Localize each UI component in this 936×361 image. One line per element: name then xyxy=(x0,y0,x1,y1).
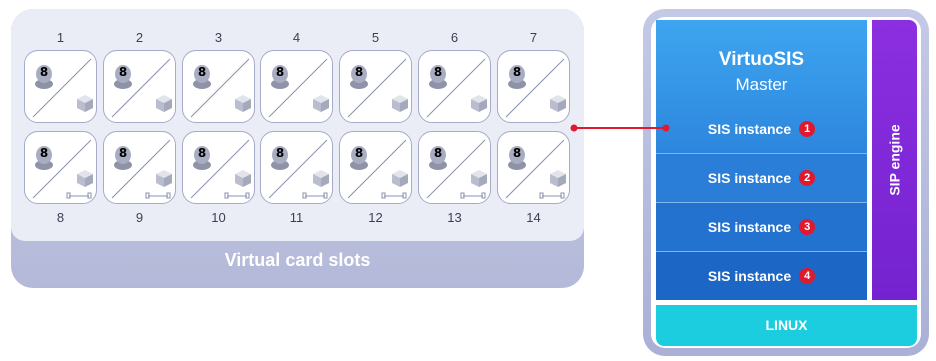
instance-badge: 3 xyxy=(799,219,816,235)
virtual-card-slot: 8 xyxy=(497,50,570,123)
connector-dot xyxy=(662,124,670,132)
slot-number: 2 xyxy=(135,30,144,45)
card-digit: 8 xyxy=(434,65,442,79)
sip-engine-label-wrap: SIP engine xyxy=(872,20,917,300)
card-digit: 8 xyxy=(119,146,127,160)
sis-instance-label: SIS instance xyxy=(707,268,792,284)
sis-instance-label: SIS instance xyxy=(707,219,792,235)
card-slots-caption: Virtual card slots xyxy=(224,250,371,270)
virtual-card-slot: 8 xyxy=(418,131,491,204)
master-block xyxy=(656,20,867,153)
card-digit: 8 xyxy=(434,146,442,160)
virtual-card-slot: 8 xyxy=(339,50,412,123)
card-digit: 8 xyxy=(198,65,206,79)
card-digit: 8 xyxy=(355,65,363,79)
slot-number: 13 xyxy=(447,210,462,225)
slot-number: 4 xyxy=(292,30,301,45)
card-digit: 8 xyxy=(513,146,521,160)
connector-line xyxy=(570,124,670,132)
virtual-card-slot: 8 xyxy=(497,131,570,204)
connector-dot xyxy=(570,124,578,132)
sis-instance-label: SIS instance xyxy=(707,170,792,186)
slot-number: 6 xyxy=(450,30,459,45)
card-digit: 8 xyxy=(355,146,363,160)
virtual-card-slot: 8 xyxy=(418,50,491,123)
sip-engine-label: SIP engine xyxy=(886,124,903,196)
slot-number: 3 xyxy=(214,30,223,45)
slot-number: 5 xyxy=(371,30,380,45)
card-digit: 8 xyxy=(40,146,48,160)
virtuosis-title: VirtuoSIS xyxy=(718,49,805,70)
slot-number: 10 xyxy=(211,210,226,225)
card-digit: 8 xyxy=(513,65,521,79)
slot-number: 12 xyxy=(368,210,383,225)
sis-instance-1: SIS instance 1 xyxy=(656,104,867,153)
slot-number: 8 xyxy=(56,210,65,225)
slot-number: 14 xyxy=(526,210,541,225)
virtuosis-subtitle: Master xyxy=(735,75,788,94)
virtual-card-slot: 8 xyxy=(260,50,333,123)
virtual-card-slot: 8 xyxy=(24,131,97,204)
sis-instance-3: SIS instance 3 xyxy=(656,202,867,251)
virtual-card-slot: 8 xyxy=(260,131,333,204)
card-digit: 8 xyxy=(276,146,284,160)
slot-number: 7 xyxy=(529,30,538,45)
virtual-card-slot: 8 xyxy=(103,131,176,204)
card-digit: 8 xyxy=(119,65,127,79)
sis-instance-4: SIS instance 4 xyxy=(656,251,867,300)
sis-instance-2: SIS instance 2 xyxy=(656,153,867,202)
slot-number: 1 xyxy=(56,30,65,45)
sis-instance-label: SIS instance xyxy=(707,120,792,137)
virtual-card-slot: 8 xyxy=(182,131,255,204)
virtual-card-slot: 8 xyxy=(24,50,97,123)
virtual-card-slot: 8 xyxy=(339,131,412,204)
instance-badge: 4 xyxy=(799,268,816,284)
instance-badge: 1 xyxy=(799,120,816,137)
linux-layer: LINUX xyxy=(656,305,917,346)
card-digit: 8 xyxy=(40,65,48,79)
instance-badge: 2 xyxy=(799,170,816,186)
virtual-card-slot: 8 xyxy=(103,50,176,123)
card-digit: 8 xyxy=(198,146,206,160)
slot-number: 9 xyxy=(135,210,144,225)
virtual-card-slot: 8 xyxy=(182,50,255,123)
card-digit: 8 xyxy=(276,65,284,79)
sip-engine-block xyxy=(872,20,917,300)
slot-number: 11 xyxy=(289,210,304,225)
